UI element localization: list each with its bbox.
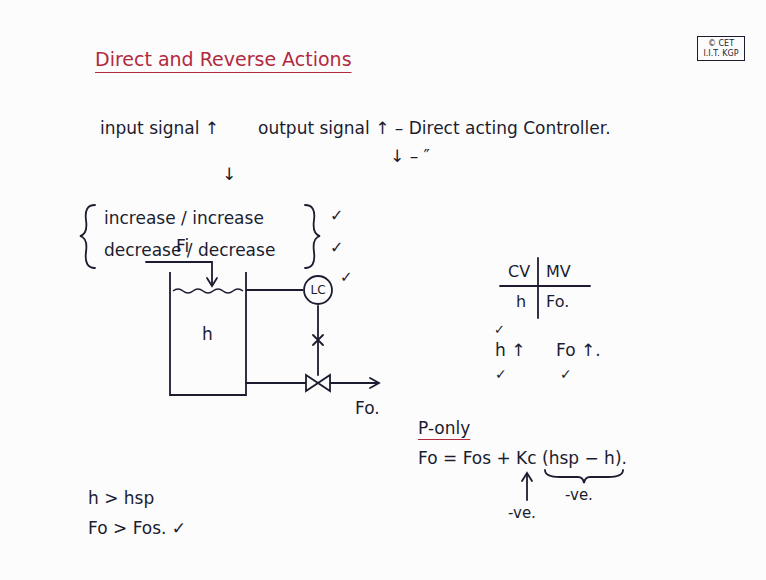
controller-bubble: LC [303, 275, 333, 305]
table-cell: Fo. [546, 292, 569, 311]
sign-note: -ve. [508, 504, 536, 522]
control-equation: Fo = Fos + Kc (hsp − h). [418, 448, 627, 468]
pointer-arrow [526, 474, 528, 500]
inlet-pipe [146, 262, 212, 284]
outlet-arrowhead [370, 378, 379, 388]
check-mark: ✓ [340, 268, 353, 286]
node-label: LC [310, 283, 325, 297]
pointer-arrowhead [522, 473, 532, 481]
inlet-arrowhead [207, 278, 217, 286]
node-label: h [202, 324, 213, 344]
check-mark: ✓ [330, 238, 343, 257]
signal-note: output signal ↑ – Direct acting Controll… [258, 118, 611, 138]
logo-text: © CET I.I.T. KGP [701, 39, 741, 58]
condition-note: Fo > Fos. ✓ [88, 518, 186, 538]
direction-pair: decrease / decrease [104, 240, 275, 260]
stem-mark [313, 335, 323, 345]
flow-label: Fo. [355, 398, 380, 418]
left-brace [80, 205, 95, 268]
slide-title: Direct and Reverse Actions [95, 48, 352, 71]
logo-box: © CET I.I.T. KGP [697, 36, 745, 61]
right-brace [305, 205, 320, 268]
table-cell: h [516, 292, 526, 311]
signal-note: input signal ↑ [100, 118, 219, 138]
down-arrow: ↓ [222, 164, 236, 184]
direction-pair: increase / increase [104, 208, 264, 228]
check-mark: ✓ [495, 366, 507, 383]
condition-note: h > hsp [88, 488, 154, 508]
trend-note: h ↑ [495, 340, 525, 360]
table-cell: CV [508, 262, 530, 281]
sign-note: -ve. [565, 486, 593, 504]
under-brace [545, 470, 623, 483]
section-heading: P-only [418, 418, 470, 438]
trend-note: Fo ↑. [556, 340, 601, 360]
flow-label: Fi [176, 236, 189, 256]
valve-symbol [306, 375, 330, 391]
level-signal-line [246, 289, 303, 291]
check-mark: ✓ [560, 366, 572, 383]
check-mark: ✓ [330, 206, 343, 225]
table-divider [537, 258, 539, 318]
ditto-note: ↓ – ″ [390, 146, 430, 166]
tank-vessel: h [170, 272, 246, 395]
table-cell: MV [546, 262, 571, 281]
table-rule [500, 285, 590, 287]
check-mark: ✓ [494, 322, 505, 338]
